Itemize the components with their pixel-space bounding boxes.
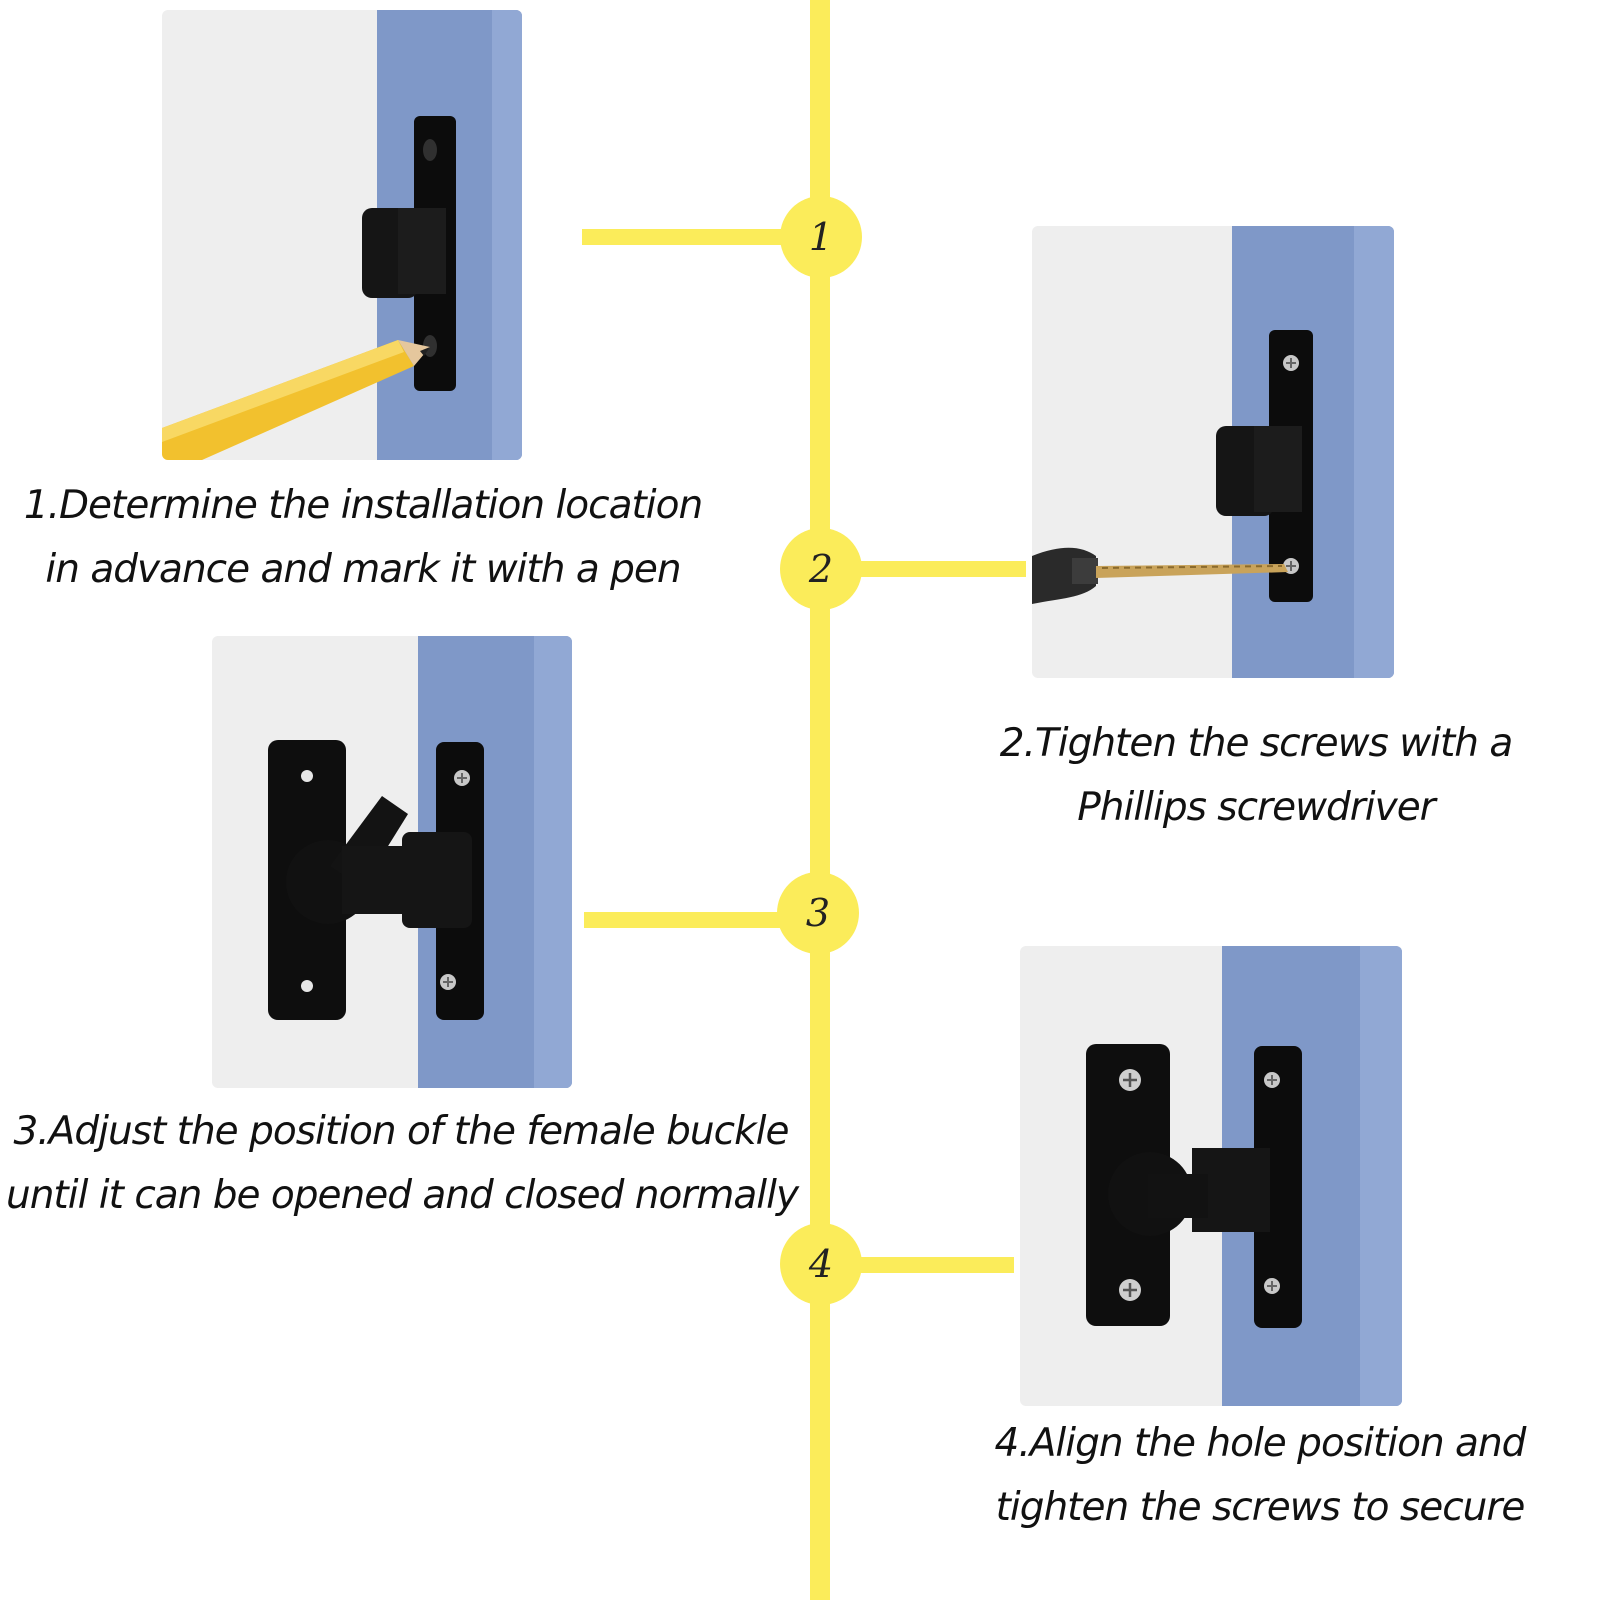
step-1-number: 1 bbox=[808, 215, 834, 259]
screw-icon bbox=[1119, 1069, 1280, 1301]
step-3-photo bbox=[212, 636, 572, 1088]
step-2-caption-line-1: 2.Tighten the screws with a bbox=[999, 721, 1514, 766]
step-4-number: 4 bbox=[808, 1242, 834, 1286]
latch-icon bbox=[268, 740, 484, 1020]
step-3-illustration bbox=[212, 636, 572, 1088]
pencil-icon bbox=[162, 340, 430, 460]
step-3-number: 3 bbox=[805, 891, 831, 935]
screw-icon bbox=[440, 770, 470, 990]
step-2-caption-line-2: Phillips screwdriver bbox=[1077, 785, 1435, 830]
step-4-circle: 4 bbox=[780, 1223, 862, 1305]
latch-icon bbox=[1216, 330, 1313, 602]
connector-step-1 bbox=[582, 229, 822, 245]
step-2-caption: 2.Tighten the screws with a Phillips scr… bbox=[986, 712, 1526, 840]
step-4-caption-line-2: tighten the screws to secure bbox=[995, 1485, 1526, 1530]
step-2-illustration bbox=[1032, 226, 1394, 678]
step-2-photo bbox=[1032, 226, 1394, 678]
step-2-circle: 2 bbox=[780, 528, 862, 610]
step-3-caption: 3.Adjust the position of the female buck… bbox=[6, 1100, 799, 1228]
step-1-caption-line-2: in advance and mark it with a pen bbox=[45, 547, 681, 592]
timeline-line bbox=[810, 0, 830, 1600]
connector-step-2 bbox=[820, 561, 1026, 577]
step-1-photo bbox=[162, 10, 522, 460]
drill-icon bbox=[1032, 547, 1288, 604]
step-1-illustration bbox=[162, 10, 522, 460]
step-2-number: 2 bbox=[808, 547, 834, 591]
step-4-photo bbox=[1020, 946, 1402, 1406]
step-1-caption: 1.Determine the installation location in… bbox=[18, 474, 708, 602]
latch-icon bbox=[1086, 1044, 1302, 1328]
step-4-illustration bbox=[1020, 946, 1402, 1406]
step-3-caption-line-2: until it can be opened and closed normal… bbox=[6, 1173, 799, 1218]
step-3-caption-line-1: 3.Adjust the position of the female buck… bbox=[13, 1109, 789, 1154]
step-3-circle: 3 bbox=[777, 872, 859, 954]
step-1-caption-line-1: 1.Determine the installation location bbox=[23, 483, 703, 528]
step-4-caption: 4.Align the hole position and tighten th… bbox=[980, 1412, 1540, 1540]
connector-step-3 bbox=[584, 912, 822, 928]
step-4-caption-line-1: 4.Align the hole position and bbox=[994, 1421, 1527, 1466]
connector-step-4 bbox=[820, 1257, 1014, 1273]
latch-icon bbox=[362, 116, 456, 391]
step-1-circle: 1 bbox=[780, 196, 862, 278]
